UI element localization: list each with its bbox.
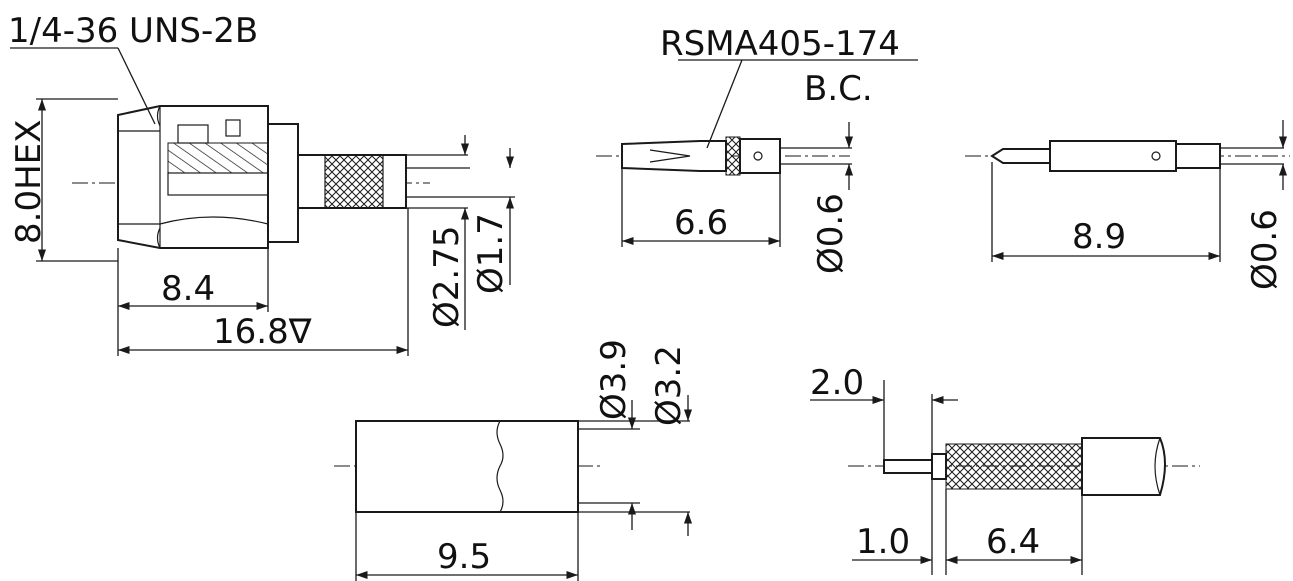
dim-dia-3-2: Ø3.2 bbox=[649, 345, 689, 426]
part-number-label: RSMA405-174 bbox=[660, 24, 900, 64]
dim-pin-dia-b: Ø0.6 bbox=[1245, 209, 1285, 290]
dim-2-0: 2.0 bbox=[810, 363, 864, 403]
dim-9-5: 9.5 bbox=[437, 537, 491, 577]
connector-body-view bbox=[72, 105, 515, 249]
crimp-diameter-dimensions: Ø2.75 Ø1.7 bbox=[427, 135, 515, 330]
hex-dimension: 8.0HEX bbox=[9, 98, 118, 262]
dim-dia-3-9: Ø3.9 bbox=[594, 339, 634, 420]
dim-dia-1-7: Ø1.7 bbox=[471, 213, 511, 294]
dim-dia-2-75: Ø2.75 bbox=[427, 226, 467, 328]
thread-callout: 1/4-36 UNS-2B bbox=[8, 11, 258, 125]
ferrule-dimensions: Ø3.9 Ø3.2 9.5 bbox=[355, 339, 693, 581]
body-length-dimensions: 8.4 16.8∇ bbox=[117, 208, 409, 356]
dim-8-4: 8.4 bbox=[161, 269, 215, 309]
pin-dimensions: 6.6 Ø0.6 bbox=[621, 122, 854, 274]
dim-16-8: 16.8∇ bbox=[213, 312, 312, 352]
dim-6-4: 6.4 bbox=[986, 522, 1040, 562]
thread-label: 1/4-36 UNS-2B bbox=[8, 11, 258, 51]
dim-8-9: 8.9 bbox=[1072, 217, 1126, 257]
dim-pin-dia-a: Ø0.6 bbox=[811, 193, 851, 274]
contact-finish-label: B.C. bbox=[804, 69, 873, 109]
dim-1-0: 1.0 bbox=[856, 522, 910, 562]
ferrule-view bbox=[334, 420, 690, 513]
center-pin-2-view bbox=[965, 140, 1290, 172]
part-number-callout: RSMA405-174 B.C. bbox=[660, 24, 918, 149]
dim-6-6: 6.6 bbox=[674, 203, 728, 243]
cable-strip-view bbox=[848, 437, 1200, 496]
center-pin-view bbox=[596, 136, 852, 176]
pin-2-dimensions: 8.9 Ø0.6 bbox=[991, 120, 1288, 290]
strip-dimensions: 2.0 1.0 6.4 bbox=[810, 363, 1083, 575]
hex-label: 8.0HEX bbox=[9, 120, 49, 244]
